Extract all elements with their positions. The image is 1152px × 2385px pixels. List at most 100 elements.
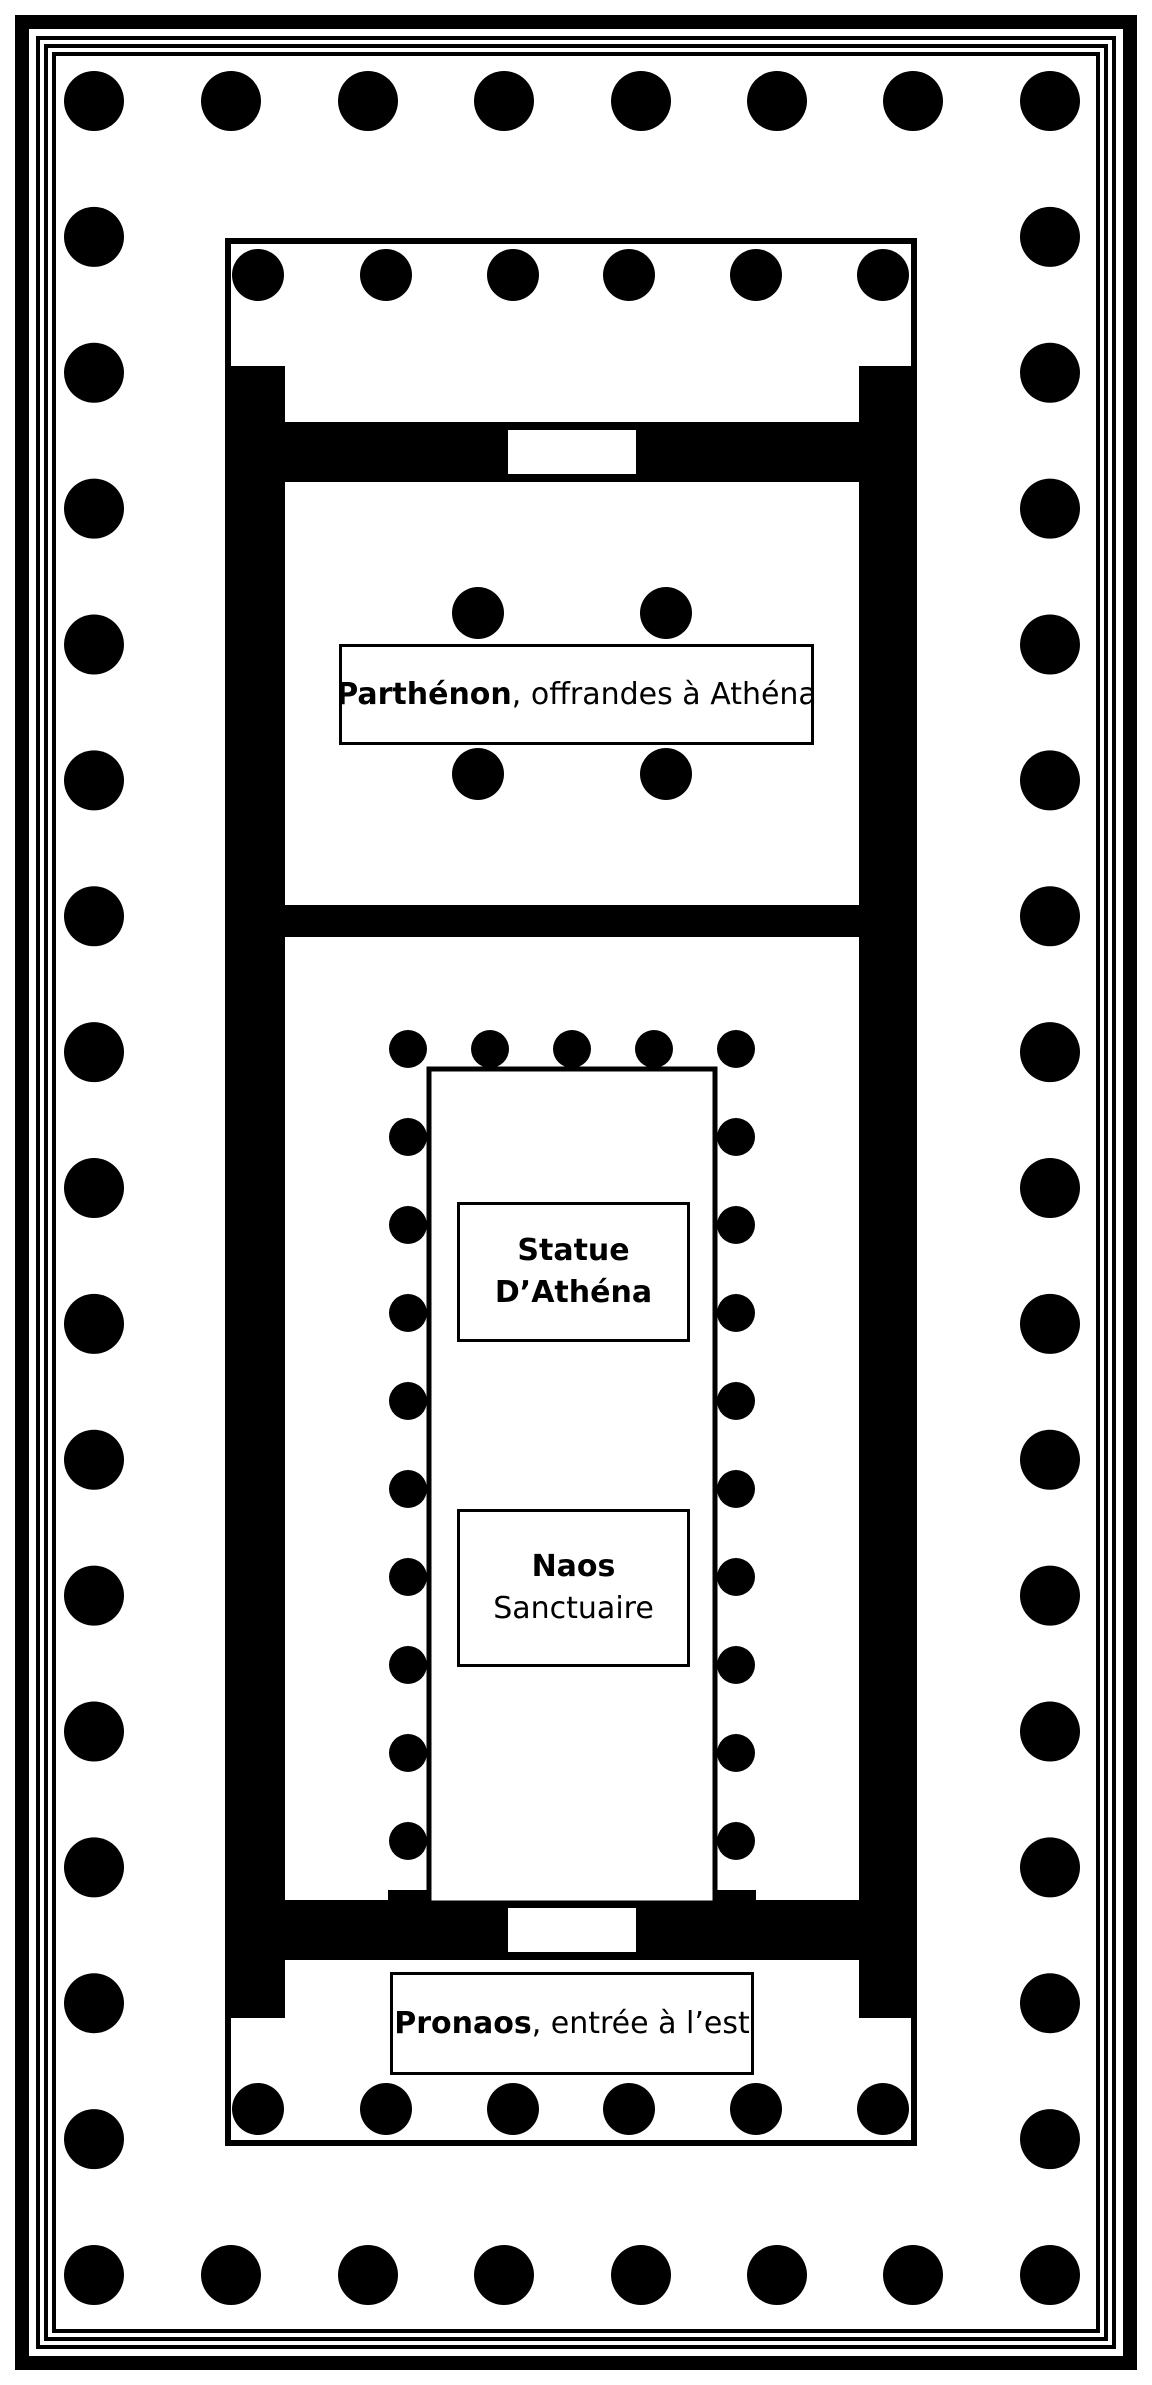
- naos-column: [389, 1030, 427, 1068]
- peristyle-column: [64, 886, 124, 947]
- porch-column-east: [603, 2083, 655, 2135]
- naos-column: [717, 1646, 755, 1684]
- peristyle-column: [64, 750, 124, 811]
- porch-column-west: [603, 249, 655, 301]
- parthenon-room-column: [640, 587, 692, 639]
- label-naos: Naos Sanctuaire: [457, 1509, 690, 1667]
- label-statue-line2: D’Athéna: [494, 1275, 653, 1310]
- peristyle-column: [1020, 71, 1080, 131]
- peristyle-column: [64, 614, 124, 675]
- porch-column-east: [487, 2083, 539, 2135]
- peristyle-column: [64, 1701, 124, 1762]
- peristyle-column: [64, 1293, 124, 1354]
- label-statue: Statue D’Athéna: [457, 1202, 690, 1342]
- peristyle-column: [201, 2245, 261, 2305]
- outer-frame: [15, 15, 1137, 2370]
- peristyle-column: [1020, 478, 1080, 539]
- peristyle-column: [1020, 1293, 1080, 1354]
- naos-column: [389, 1646, 427, 1684]
- porch-column-west: [232, 249, 284, 301]
- peristyle-column: [1020, 1022, 1080, 1083]
- porch-column-east: [857, 2083, 909, 2135]
- label-pronaos-bold: Pronaos: [394, 2005, 532, 2041]
- peristyle-column: [64, 1565, 124, 1626]
- naos-column: [389, 1382, 427, 1420]
- naos-column: [717, 1118, 755, 1156]
- peristyle-column: [1020, 1565, 1080, 1626]
- peristyle-column: [64, 1022, 124, 1083]
- peristyle-column: [64, 1973, 124, 2034]
- porch-column-east: [232, 2083, 284, 2135]
- porch-column-east: [730, 2083, 782, 2135]
- parthenon-room-column: [640, 748, 692, 800]
- porch-column-west: [360, 249, 412, 301]
- peristyle-column: [1020, 206, 1080, 267]
- naos-column: [717, 1734, 755, 1772]
- label-pronaos-rest: , entrée à l’est: [531, 2005, 750, 2041]
- naos-column: [471, 1030, 509, 1068]
- naos-column: [389, 1734, 427, 1772]
- naos-column: [635, 1030, 673, 1068]
- peristyle-column: [883, 2245, 943, 2305]
- naos-column: [389, 1558, 427, 1596]
- parthenon-room-column: [452, 587, 504, 639]
- naos-column: [389, 1294, 427, 1332]
- peristyle-column: [1020, 1837, 1080, 1898]
- peristyle-column: [1020, 342, 1080, 403]
- naos-column: [717, 1558, 755, 1596]
- naos-column: [717, 1030, 755, 1068]
- label-parthenon: Parthénon, offrandes à Athéna: [336, 644, 817, 745]
- naos-column: [389, 1822, 427, 1860]
- peristyle-column: [64, 2109, 124, 2170]
- naos-column: [717, 1470, 755, 1508]
- porch-column-west: [857, 249, 909, 301]
- peristyle-column: [611, 71, 671, 131]
- naos-column: [717, 1382, 755, 1420]
- label-naos-line1: Naos: [531, 1549, 616, 1584]
- peristyle-column: [1020, 2109, 1080, 2170]
- peristyle-column: [64, 478, 124, 539]
- naos-column: [389, 1118, 427, 1156]
- porch-column-west: [487, 249, 539, 301]
- peristyle-column: [1020, 886, 1080, 947]
- peristyle-column: [338, 71, 398, 131]
- label-parthenon-rest: , offrandes à Athéna: [511, 676, 817, 712]
- peristyle-column: [64, 71, 124, 131]
- peristyle-column: [64, 206, 124, 267]
- peristyle-column: [1020, 1158, 1080, 1218]
- peristyle-column: [1020, 2245, 1080, 2305]
- parthenon-room-column: [452, 748, 504, 800]
- peristyle-column: [1020, 750, 1080, 811]
- peristyle-column: [747, 2245, 807, 2305]
- peristyle-column: [64, 2245, 124, 2305]
- label-statue-line1: Statue: [517, 1233, 630, 1268]
- peristyle-column: [64, 1158, 124, 1218]
- naos-column: [717, 1206, 755, 1244]
- peristyle-column: [474, 2245, 534, 2305]
- peristyle-column: [64, 1429, 124, 1490]
- peristyle-column: [474, 71, 534, 131]
- peristyle-column: [1020, 614, 1080, 675]
- naos-column: [717, 1294, 755, 1332]
- peristyle-column: [64, 342, 124, 403]
- label-naos-line2: Sanctuaire: [493, 1591, 654, 1626]
- label-parthenon-bold: Parthénon: [336, 676, 512, 712]
- naos-column: [553, 1030, 591, 1068]
- peristyle-column: [747, 71, 807, 131]
- peristyle-column: [201, 71, 261, 131]
- peristyle-colonnade: [64, 71, 1080, 2305]
- peristyle-column: [1020, 1973, 1080, 2034]
- porch-column-east: [360, 2083, 412, 2135]
- naos-column: [717, 1822, 755, 1860]
- peristyle-column: [64, 1837, 124, 1898]
- peristyle-column: [1020, 1701, 1080, 1762]
- peristyle-column: [1020, 1429, 1080, 1490]
- inner-columns: [232, 249, 909, 2135]
- peristyle-column: [883, 71, 943, 131]
- porch-column-west: [730, 249, 782, 301]
- naos-column: [389, 1470, 427, 1508]
- peristyle-column: [338, 2245, 398, 2305]
- label-pronaos: Pronaos, entrée à l’est: [390, 1972, 754, 2075]
- peristyle-column: [611, 2245, 671, 2305]
- naos-column: [389, 1206, 427, 1244]
